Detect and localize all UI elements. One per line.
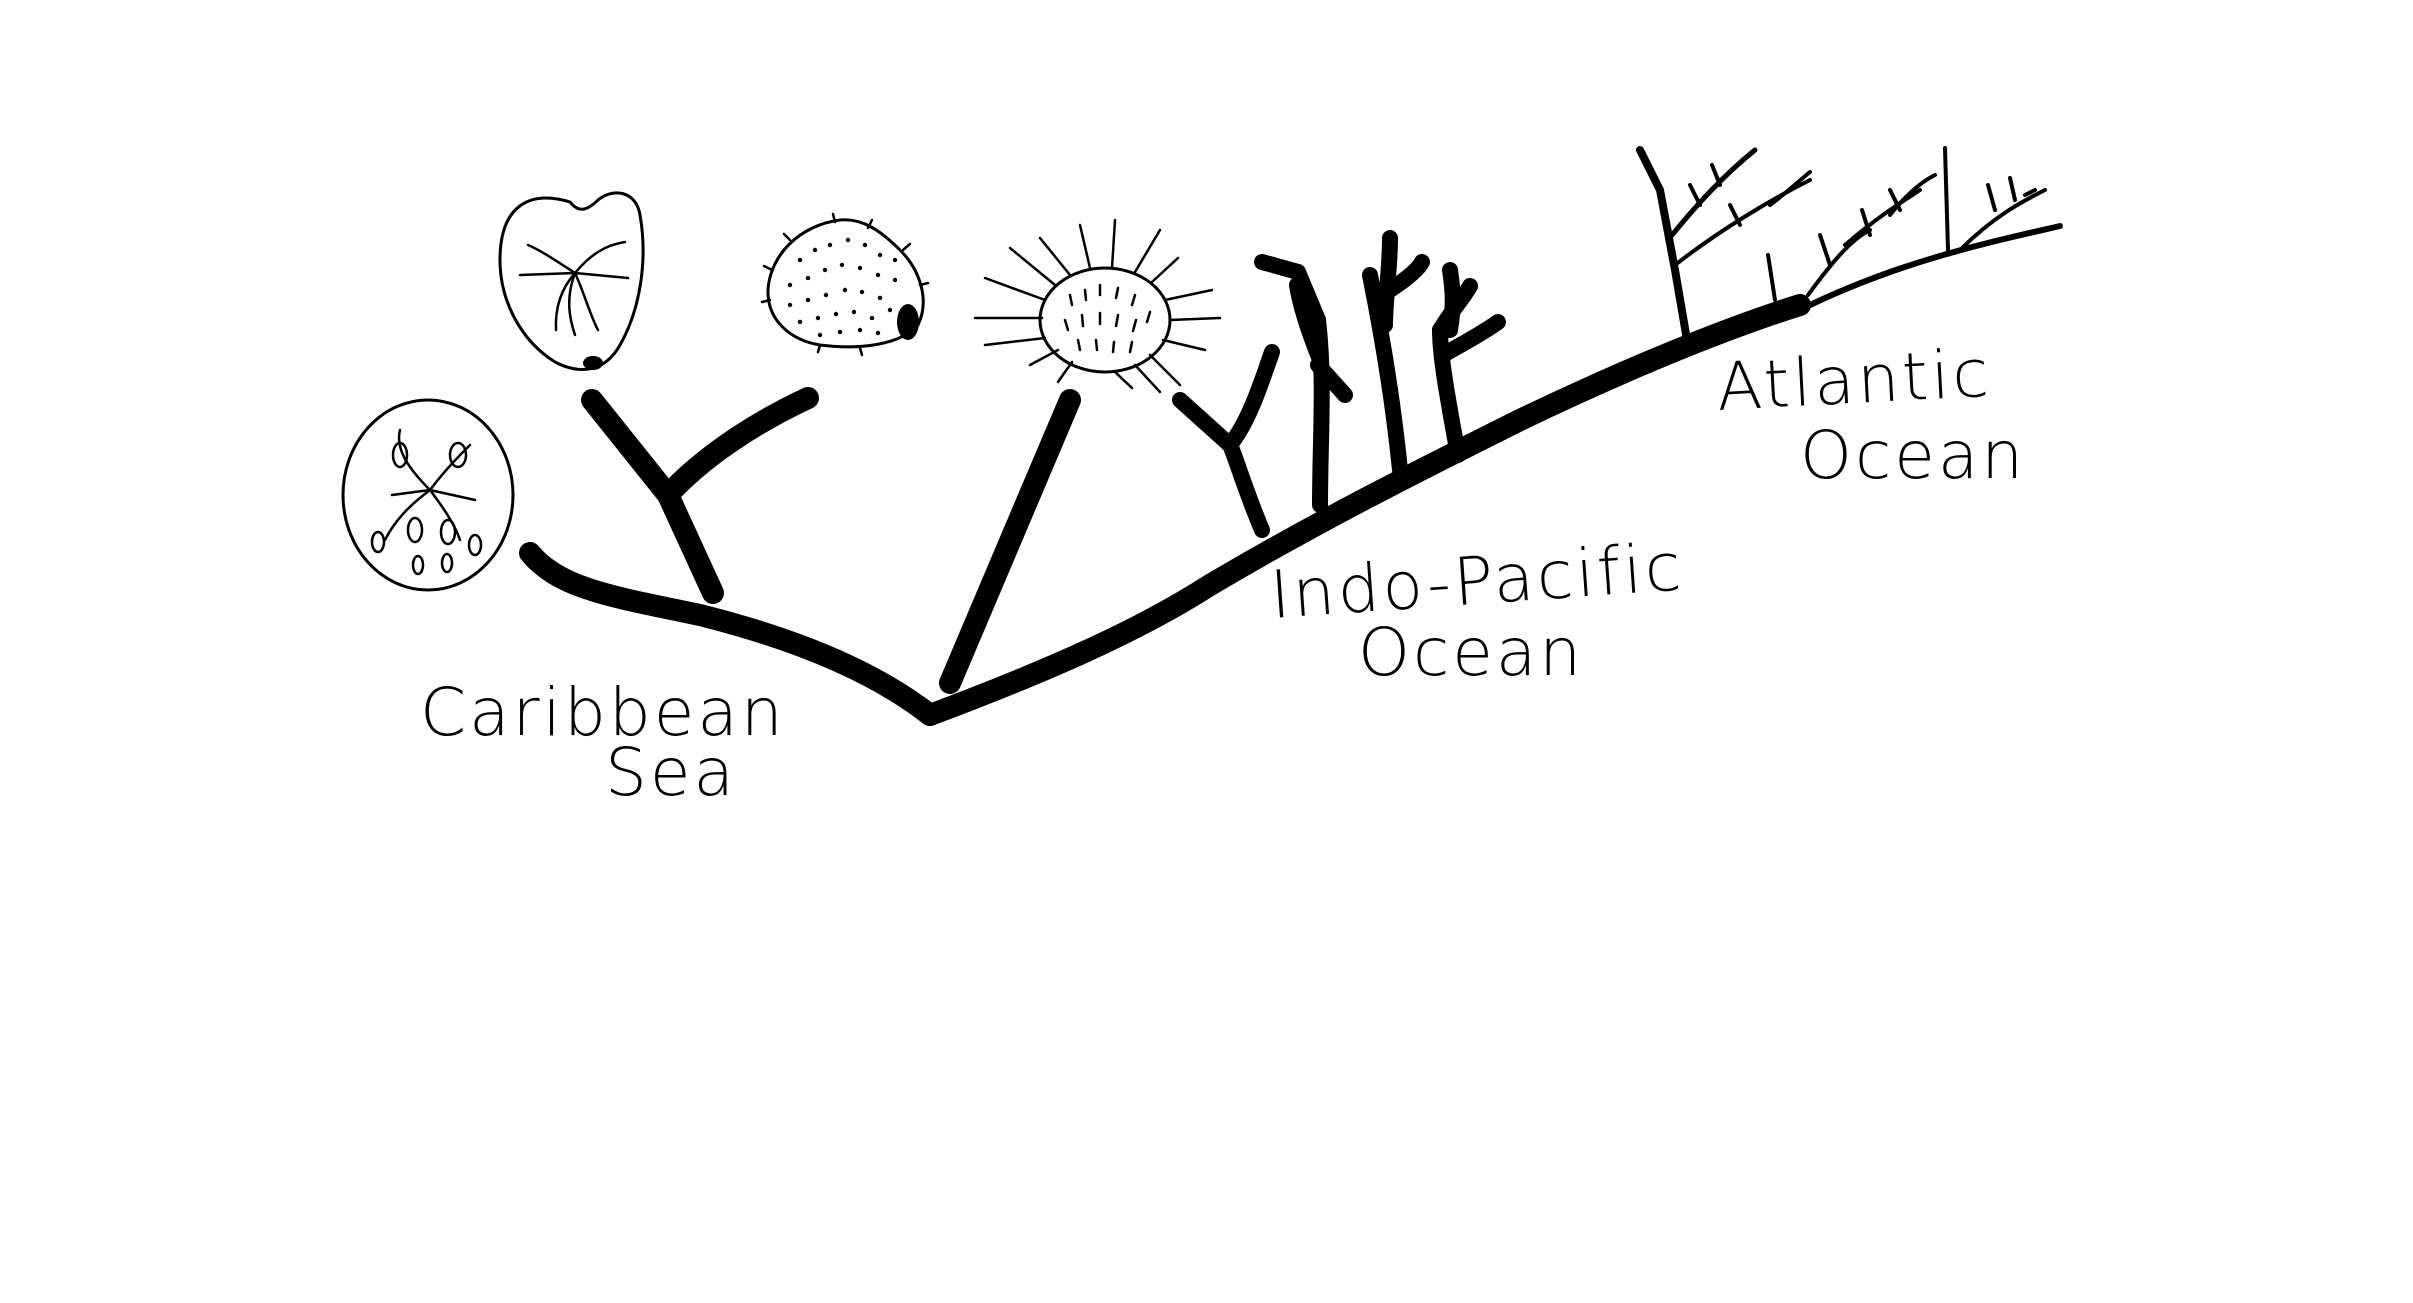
caribbean-label-line2: Sea (605, 734, 737, 811)
atlantic-label-line2: Ocean (1800, 417, 2026, 494)
tree-trunk (519, 294, 1811, 726)
caribbean-label-line1: Caribbean (420, 674, 786, 751)
indopacific-label-line2: Ocean (1358, 614, 1584, 691)
indopacific-clade-branches (1172, 230, 1506, 538)
heart-urchin-icon (498, 191, 645, 371)
atlantic-label-line1: Atlantic (1715, 335, 1994, 426)
caribbean-sea-label: Caribbean Sea (420, 674, 786, 811)
atlantic-clade-branches (1636, 146, 2063, 344)
spiny-urchin-icon (973, 218, 1222, 394)
indopacific-ocean-label: Indo-Pacific Ocean (1268, 528, 1687, 691)
sand-dollar-icon (341, 398, 515, 592)
atlantic-ocean-label: Atlantic Ocean (1715, 335, 2026, 494)
caribbean-clade-branches (581, 387, 1081, 694)
pea-urchin-icon (760, 212, 930, 357)
